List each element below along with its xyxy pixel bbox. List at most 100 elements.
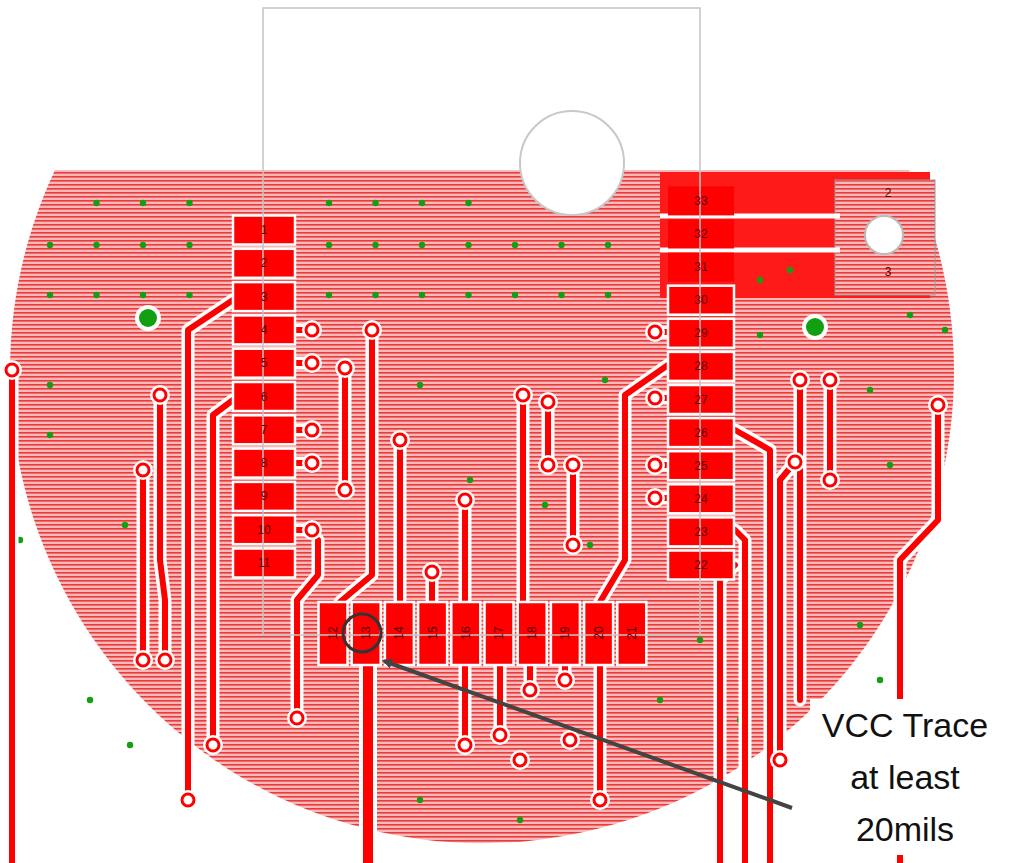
via-clearance: [820, 470, 840, 490]
trace: [12, 300, 938, 863]
connector-pin-number: 3: [885, 266, 892, 278]
pad-number: 31: [694, 261, 707, 273]
via: [649, 326, 661, 338]
stitch-dot: [877, 677, 883, 683]
via-clearance: [150, 385, 170, 405]
via: [306, 357, 318, 369]
smd-pad: [485, 602, 514, 665]
pad-number: 17: [493, 626, 505, 639]
via: [207, 739, 219, 751]
mount-via: [135, 305, 161, 331]
trace-clearance: [359, 665, 377, 863]
via-clearance: [560, 730, 580, 750]
pad-number: 11: [258, 557, 270, 569]
smd-pad: [551, 602, 580, 665]
trace-clearance: [12, 300, 938, 863]
stitch-dot: [326, 200, 332, 206]
via: [159, 654, 171, 666]
smd-pad: [668, 286, 734, 315]
stitch-dot: [326, 242, 332, 248]
vias: [2, 320, 948, 810]
stitch-dot: [186, 200, 192, 206]
smd-pad: [233, 449, 295, 478]
via-clearance: [590, 790, 610, 810]
stitch-dot: [465, 200, 471, 206]
via-clearance: [302, 320, 322, 340]
via-clearance: [455, 490, 475, 510]
stitch-dot: [467, 477, 473, 483]
notch: [520, 111, 624, 215]
stitch-dot: [186, 292, 192, 298]
smd-pad: [451, 602, 480, 665]
via-clearance: [302, 353, 322, 373]
pad-number: 10: [257, 524, 270, 536]
via: [517, 389, 529, 401]
smd-pad: [668, 186, 734, 215]
via: [291, 712, 303, 724]
via-clearance: [645, 388, 665, 408]
via-clearance: [563, 455, 583, 475]
stitch-dot: [558, 292, 564, 298]
pad-number: 2: [261, 257, 268, 269]
mount-via: [802, 314, 828, 340]
stitch-dot: [93, 292, 99, 298]
via: [932, 399, 944, 411]
stitch-dot: [372, 292, 378, 298]
stitch-dot: [757, 332, 763, 338]
via: [306, 457, 318, 469]
via-clearance: [302, 420, 322, 440]
smd-pad: [584, 602, 613, 665]
smd-pad: [668, 253, 734, 282]
smd-pad: [233, 315, 295, 344]
smd-pad: [668, 484, 734, 513]
stitch-dot: [942, 327, 948, 333]
smd-pad: [352, 602, 381, 665]
pads: [233, 186, 734, 665]
via-clearance: [520, 680, 540, 700]
leader-arrow: [384, 661, 792, 808]
pad-number: 7: [261, 424, 268, 436]
via-clearance: [2, 360, 22, 380]
stitch-dot: [326, 292, 332, 298]
via: [794, 374, 806, 386]
smd-pad: [668, 451, 734, 480]
smd-pad: [233, 216, 295, 245]
via: [514, 754, 526, 766]
pad-number: 22: [694, 559, 707, 571]
via: [594, 794, 606, 806]
stitch-dot: [512, 242, 518, 248]
smd-pad: [233, 515, 295, 544]
via-clearance: [555, 670, 575, 690]
pad-number: 9: [261, 490, 268, 502]
stitch-dot: [787, 267, 793, 273]
via: [339, 484, 351, 496]
via-clearance: [513, 385, 533, 405]
via-clearance: [362, 320, 382, 340]
via: [567, 459, 579, 471]
pad-number: 3: [261, 291, 268, 303]
smd-pad: [668, 319, 734, 348]
stitch-dot: [122, 522, 128, 528]
via: [824, 374, 836, 386]
pad-number: 18: [526, 626, 538, 639]
smd-pad: [233, 549, 295, 578]
callout-circle: [343, 614, 381, 652]
stitch-dot: [517, 817, 523, 823]
stitch-dot: [419, 292, 425, 298]
via-clearance: [155, 650, 175, 670]
smd-pad: [518, 602, 547, 665]
via: [789, 456, 801, 468]
stitch-dot: [697, 637, 703, 643]
via-clearance: [490, 725, 510, 745]
via-clearance: [390, 430, 410, 450]
via-clearance: [287, 708, 307, 728]
via: [564, 734, 576, 746]
smd-pad: [668, 418, 734, 447]
stitch-dot: [542, 502, 548, 508]
via-clearance: [645, 455, 665, 475]
smd-pad: [233, 249, 295, 278]
stitch-dot: [867, 387, 873, 393]
stitch-dot: [857, 622, 863, 628]
via-clearance: [178, 790, 198, 810]
